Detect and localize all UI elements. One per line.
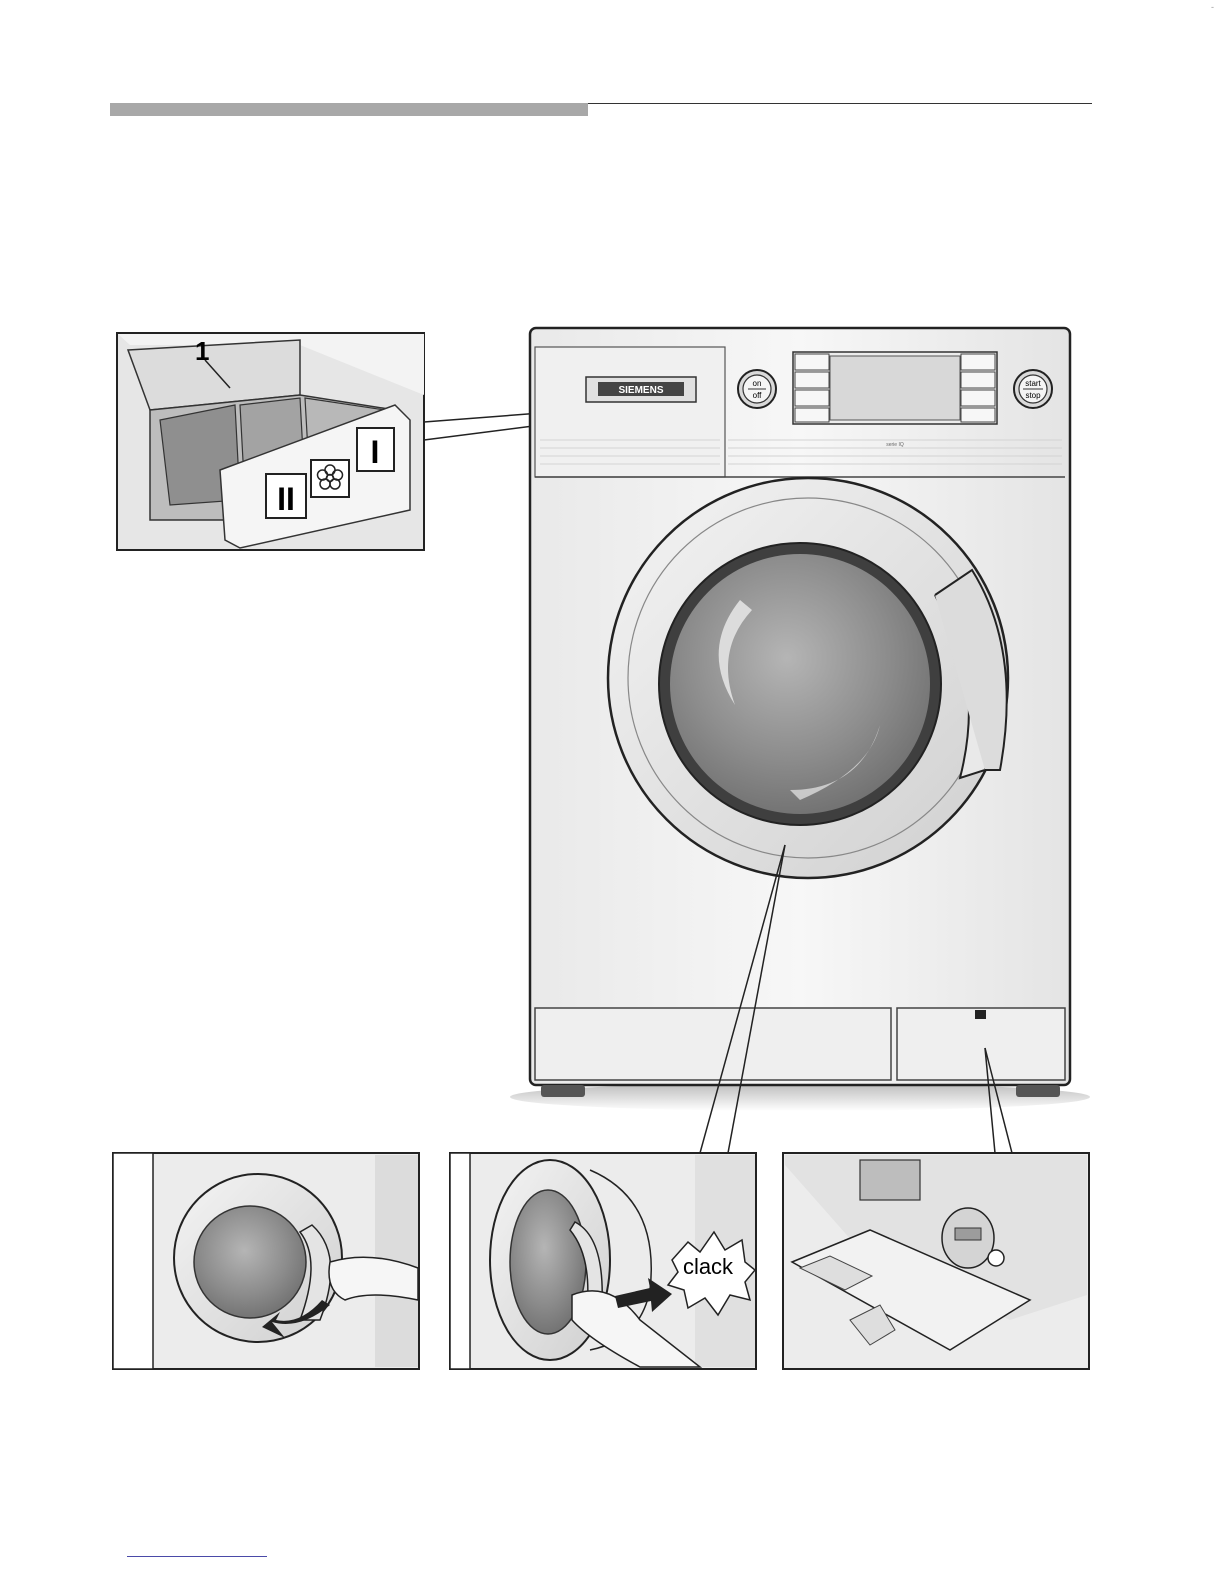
compartment-i-label: I — [371, 434, 380, 470]
door-open-panel — [113, 1153, 419, 1369]
machine-floor-shadow — [510, 1083, 1090, 1111]
pump-filter-panel — [783, 1153, 1089, 1369]
hand-icon — [329, 1257, 418, 1300]
on-off-bottom-label: off — [753, 391, 763, 400]
clack-label: clack — [683, 1254, 734, 1279]
series-label: serie IQ — [886, 442, 904, 448]
start-stop-top-label: start — [1025, 379, 1041, 388]
washing-machine — [530, 328, 1070, 1097]
on-off-top-label: on — [753, 379, 762, 388]
compartment-ii-label: II — [277, 481, 295, 517]
brand-label: SIEMENS — [618, 385, 663, 396]
drawer-callout-number: 1 — [195, 336, 209, 366]
start-stop-bottom-label: stop — [1025, 391, 1041, 400]
flower-icon — [311, 460, 349, 497]
